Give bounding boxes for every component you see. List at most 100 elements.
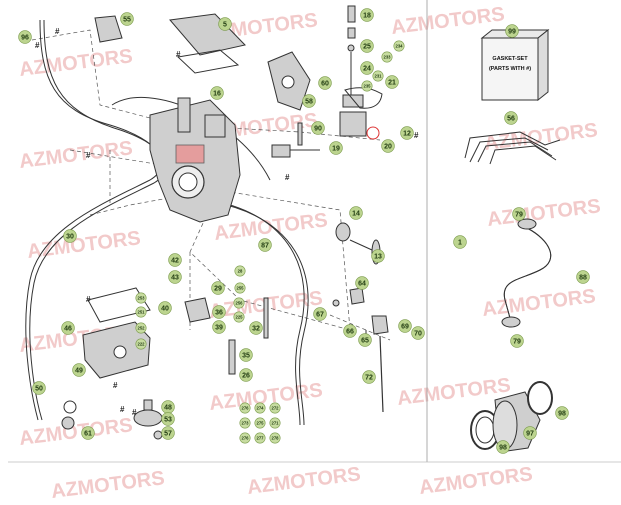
part-callout-65: 65 xyxy=(358,333,372,347)
callout-marker xyxy=(212,305,226,319)
part-callout-222: 222 xyxy=(135,338,147,350)
gasket-set-title: GASKET-SET xyxy=(492,56,528,62)
watermark: AZMOTORS xyxy=(246,463,362,499)
gasket-mark: # xyxy=(120,405,125,414)
callout-marker xyxy=(258,238,272,252)
part-callout-29: 29 xyxy=(211,281,225,295)
part-callout-53: 53 xyxy=(161,412,175,426)
part-callout-87: 87 xyxy=(258,238,272,252)
part-callout-13: 13 xyxy=(371,249,385,263)
callout-marker xyxy=(210,86,224,100)
callout-marker xyxy=(510,334,524,348)
callout-number: 277 xyxy=(257,436,265,441)
callout-number: 273 xyxy=(242,421,250,426)
part-callout-57: 57 xyxy=(161,426,175,440)
callout-marker xyxy=(239,368,253,382)
callout-number: 253 xyxy=(138,296,146,301)
part-callout-235: 235 xyxy=(361,80,373,92)
part-callout-276: 276 xyxy=(239,432,251,444)
part-callout-49: 49 xyxy=(72,363,86,377)
callout-marker xyxy=(453,235,467,249)
callout-marker xyxy=(161,426,175,440)
part-callout-19: 19 xyxy=(329,141,343,155)
callout-marker xyxy=(135,306,147,318)
watermark: AZMOTORS xyxy=(26,227,142,263)
callout-number: 21 xyxy=(388,79,396,86)
callout-number: 276 xyxy=(242,406,250,411)
callout-number: 79 xyxy=(513,338,521,345)
part-callout-64: 64 xyxy=(355,276,369,290)
callout-marker xyxy=(239,402,251,414)
callout-marker xyxy=(512,207,526,221)
part-callout-5: 5 xyxy=(218,17,232,31)
choke-assembly xyxy=(271,122,320,158)
callout-number: 1 xyxy=(458,239,462,246)
callout-marker xyxy=(233,311,245,323)
part-callout-28: 28 xyxy=(234,265,246,277)
callout-number: 231 xyxy=(375,74,383,79)
callout-marker xyxy=(329,141,343,155)
part-callout-255: 255 xyxy=(234,282,246,294)
callout-marker xyxy=(504,111,518,125)
gasket-mark: # xyxy=(285,173,290,182)
carburetor-body xyxy=(149,97,241,223)
callout-marker xyxy=(496,440,510,454)
callout-marker xyxy=(311,121,325,135)
callout-number: 233 xyxy=(384,55,392,60)
callout-number: 87 xyxy=(261,242,269,249)
part-callout-252: 252 xyxy=(135,322,147,334)
watermark: AZMOTORS xyxy=(486,195,602,231)
callout-number: 65 xyxy=(361,337,369,344)
callout-number: 99 xyxy=(508,28,516,35)
part-callout-42: 42 xyxy=(168,253,182,267)
callout-marker xyxy=(555,406,569,420)
top-cover xyxy=(94,13,246,74)
callout-marker xyxy=(385,75,399,89)
callout-marker xyxy=(61,321,75,335)
callout-number: 60 xyxy=(321,80,329,87)
gasket-marks: # # # # # # # # # # xyxy=(35,27,419,417)
callout-number: 61 xyxy=(84,430,92,437)
callout-marker xyxy=(249,321,263,335)
part-callout-272: 272 xyxy=(269,402,281,414)
callout-number: 48 xyxy=(164,404,172,411)
callout-marker xyxy=(269,417,281,429)
callout-number: 72 xyxy=(365,374,373,381)
part-callout-16: 16 xyxy=(210,86,224,100)
part-callout-39: 39 xyxy=(212,320,226,334)
callout-marker xyxy=(371,249,385,263)
callout-number: 26 xyxy=(242,372,250,379)
part-callout-97: 97 xyxy=(523,426,537,440)
part-callout-40: 40 xyxy=(158,301,172,315)
part-callout-225: 225 xyxy=(233,311,245,323)
callout-marker xyxy=(234,282,246,294)
callout-number: 20 xyxy=(384,143,392,150)
callout-marker xyxy=(158,301,172,315)
part-callout-25: 25 xyxy=(360,39,374,53)
callout-number: 30 xyxy=(66,233,74,240)
callout-marker xyxy=(398,319,412,333)
part-callout-79: 79 xyxy=(512,207,526,221)
linkage-parts xyxy=(332,287,389,413)
part-callout-32: 32 xyxy=(249,321,263,335)
callout-number: 271 xyxy=(272,421,280,426)
callout-marker xyxy=(218,17,232,31)
gasket-mark: # xyxy=(113,381,118,390)
part-callout-274: 274 xyxy=(254,402,266,414)
gasket-set-box: GASKET-SET (PARTS WITH #) xyxy=(480,28,550,102)
gasket-mark: # xyxy=(55,27,60,36)
callout-number: 29 xyxy=(214,285,222,292)
throttle-cables xyxy=(25,19,309,426)
watermark: AZMOTORS xyxy=(18,45,134,81)
callout-marker xyxy=(135,292,147,304)
part-callout-251: 251 xyxy=(135,306,147,318)
callout-number: 272 xyxy=(272,406,280,411)
callout-marker xyxy=(269,432,281,444)
callout-marker xyxy=(234,265,246,277)
callout-number: 5 xyxy=(223,21,227,28)
part-callout-30: 30 xyxy=(63,229,77,243)
callout-marker xyxy=(254,417,266,429)
callout-number: 69 xyxy=(401,323,409,330)
callout-number: 57 xyxy=(164,430,172,437)
callout-number: 50 xyxy=(35,385,43,392)
